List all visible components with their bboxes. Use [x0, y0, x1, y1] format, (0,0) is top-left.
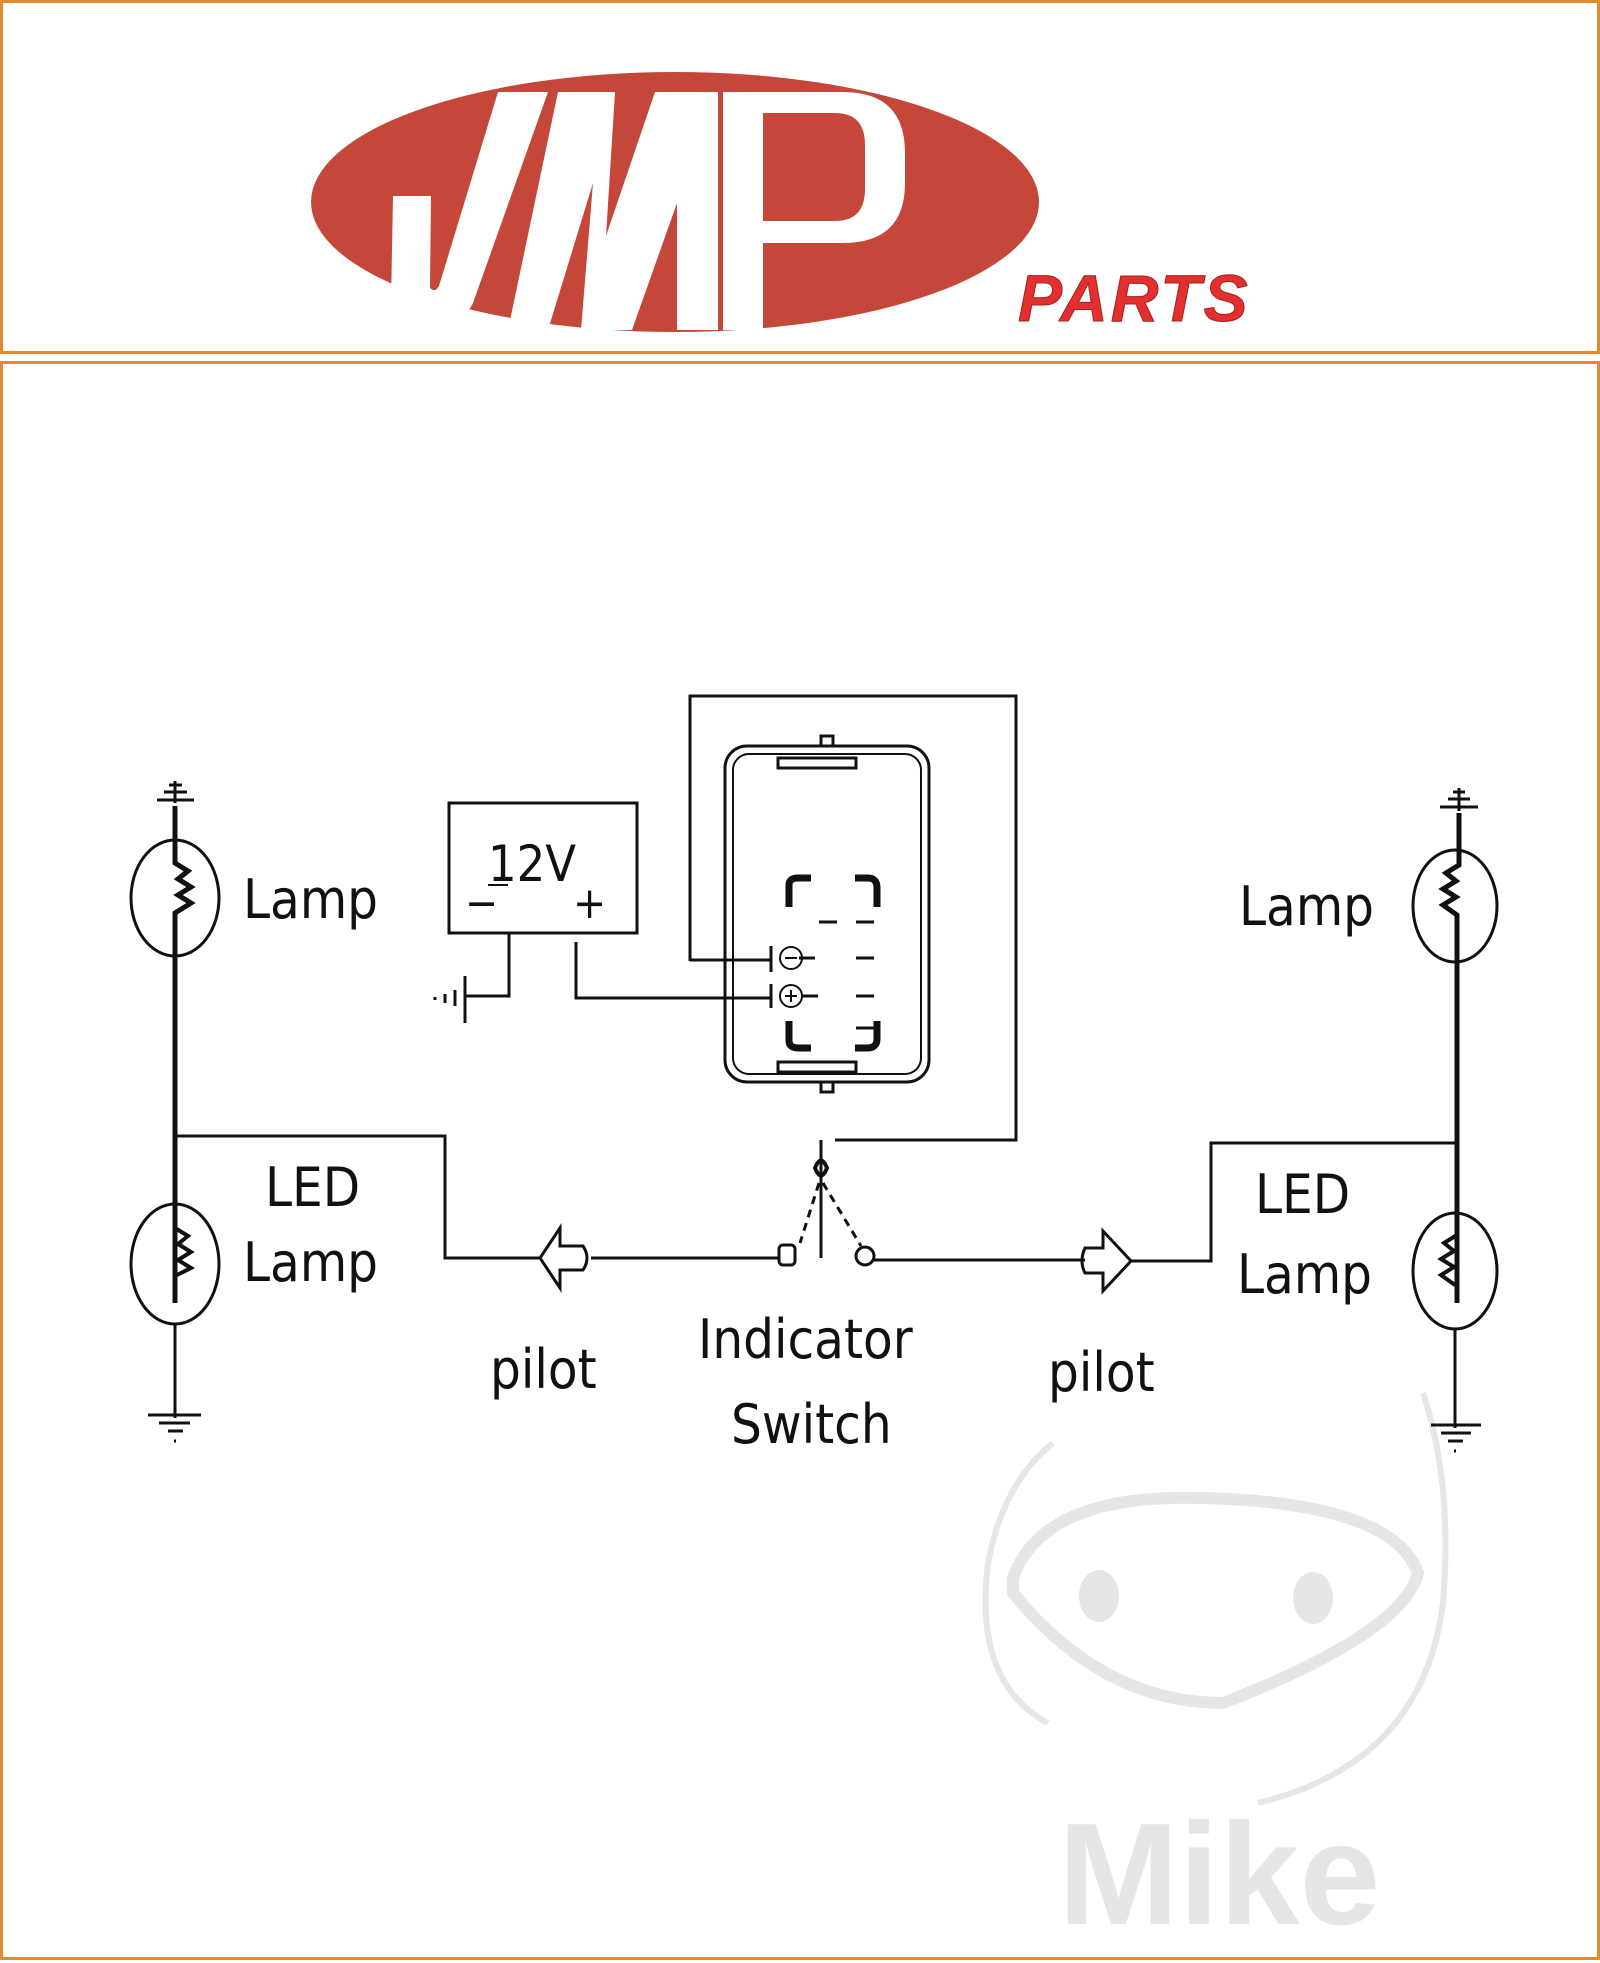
battery-minus-label: −: [465, 878, 498, 929]
battery-minus-wire: [465, 933, 511, 998]
logo-letter-p: [723, 92, 905, 330]
relay-pin-top-right: [855, 874, 881, 907]
watermark-eye-right: [1293, 1572, 1333, 1624]
switch-label-line2: Switch: [731, 1393, 892, 1456]
relay-top-tab: [819, 734, 835, 748]
left-led-filament: [173, 1226, 196, 1278]
right-branch-wire: [1131, 1141, 1455, 1263]
relay-dashes: [799, 920, 874, 1030]
battery-plus-label: +: [573, 878, 606, 929]
switch-pivot: [812, 1158, 830, 1178]
switch-dashed-left: [798, 1182, 821, 1244]
right-pilot-arrow-icon: [1080, 1227, 1134, 1295]
right-bottom-ground-icon: [1431, 1329, 1481, 1453]
left-branch-wire: [175, 1134, 540, 1260]
wiring-diagram-panel: Mike: [0, 361, 1600, 1960]
switch-contact-left: [777, 1243, 797, 1267]
logo-letter-j: [390, 92, 548, 329]
left-wire-column: [172, 806, 196, 1303]
watermark-eye-left: [1079, 1570, 1119, 1622]
relay-top-slot: [776, 756, 858, 770]
switch-label-line1: Indicator: [698, 1308, 913, 1371]
relay-bottom-tab: [819, 1080, 835, 1094]
left-pilot-arrow-icon: [538, 1223, 589, 1293]
wiring-diagram: Mike: [129, 694, 1499, 1955]
battery-ground-symbol: [433, 976, 467, 1023]
flasher-relay-inner: [732, 753, 922, 1075]
switch-contact-right: [854, 1245, 876, 1267]
relay-bottom-slot: [776, 1060, 858, 1074]
battery-box: [447, 801, 639, 935]
watermark-head-right: [1257, 1392, 1449, 1806]
relay-feed-wire: [688, 694, 1018, 1142]
header-banner: PARTS: [0, 0, 1600, 354]
battery-plus-wire: [574, 942, 771, 1000]
watermark-visor: [1007, 1491, 1425, 1710]
left-led-label-line1: LED: [265, 1156, 360, 1219]
watermark-head-left: [982, 1440, 1055, 1726]
relay-minus-terminal: [779, 946, 803, 970]
right-wire-column: [1438, 813, 1462, 1303]
relay-pin-bottom-left: [785, 1021, 811, 1052]
right-top-lamp-label: Lamp: [1239, 875, 1374, 938]
left-led-label-line2: Lamp: [243, 1231, 378, 1294]
jmp-logo: PARTS: [311, 72, 1251, 336]
watermark-text: Mike: [1058, 1793, 1380, 1955]
mike-watermark: Mike: [982, 1392, 1449, 1955]
battery-voltage-label: 12V: [488, 835, 576, 893]
relay-pin-top-left: [785, 874, 811, 907]
left-top-ground-icon: [157, 781, 194, 803]
flasher-relay-body: [723, 744, 931, 1084]
right-top-ground-icon: [1440, 788, 1478, 811]
right-led-label-line1: LED: [1255, 1163, 1350, 1226]
left-top-lamp-label: Lamp: [243, 868, 378, 931]
relay-plus-terminal: [779, 984, 803, 1008]
right-led-label-line2: Lamp: [1237, 1243, 1372, 1306]
right-led-filament: [1437, 1233, 1459, 1287]
right-pilot-label: pilot: [1048, 1341, 1155, 1404]
logo-letter-m: [508, 92, 718, 330]
switch-dashed-right: [821, 1182, 863, 1247]
left-pilot-label: pilot: [490, 1338, 597, 1401]
left-bottom-ground-icon: [148, 1323, 201, 1443]
relay-pin-bottom-right: [855, 1021, 881, 1052]
logo-tagline: PARTS: [1018, 261, 1251, 335]
